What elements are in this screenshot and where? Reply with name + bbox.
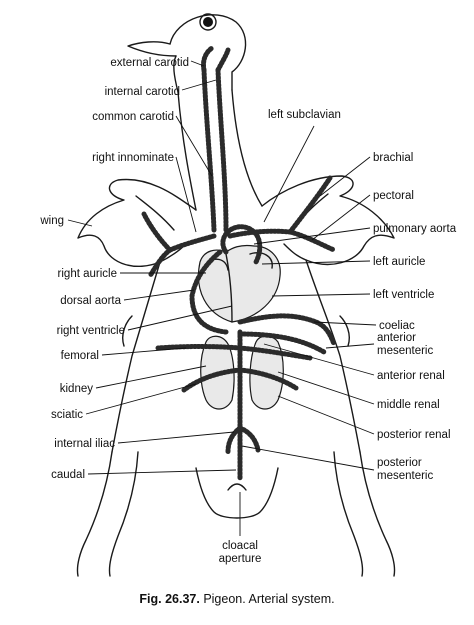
label-right-auricle: right auricle [58, 268, 117, 280]
sciatic-right-vessel [237, 367, 299, 391]
leg-right-outer [359, 451, 396, 577]
hip-right [339, 315, 350, 347]
femoral-right-vessel [237, 345, 313, 361]
label-aperture: aperture [219, 553, 262, 565]
left-auricle-shape [249, 252, 273, 269]
caption-text: Pigeon. Arterial system. [203, 592, 335, 606]
label-coeliac: coeliac [379, 320, 415, 332]
hip-left [122, 315, 133, 347]
label-posterior-renal: posterior renal [377, 429, 451, 441]
label-anterior-mesenteric-1: anterior [377, 332, 416, 344]
left-innominate [227, 228, 293, 239]
pulmonary-aorta-vessel [220, 224, 263, 265]
beak [127, 41, 177, 57]
figure-caption: Fig. 26.37. Pigeon. Arterial system. [0, 592, 474, 606]
internal-iliac-right [237, 425, 261, 453]
right-pectoral [147, 247, 173, 279]
label-middle-renal: middle renal [377, 399, 440, 411]
label-posterior-mesenteric-1: posterior [377, 457, 422, 469]
leaders-left [67, 60, 237, 475]
bird-outline [76, 13, 396, 577]
eye [203, 17, 213, 27]
neck-right [231, 89, 263, 207]
label-left-ventricle: left ventricle [373, 289, 434, 301]
label-sciatic: sciatic [51, 409, 83, 421]
label-kidney: kidney [60, 383, 93, 395]
label-common-carotid: common carotid [92, 111, 174, 123]
wing-left [77, 178, 197, 267]
leg-right-inner [333, 451, 364, 577]
pectoral-vessel [287, 229, 337, 253]
label-pulmonary-aorta: pulmonary aorta [373, 223, 457, 235]
trunk-left [111, 261, 161, 453]
internal-carotid [215, 47, 231, 73]
femoral-vessel [155, 344, 243, 351]
brachial-vessel [287, 175, 333, 235]
right-brachial [141, 211, 173, 253]
label-dorsal-aorta: dorsal aorta [60, 295, 121, 307]
neck-left [177, 91, 197, 211]
label-posterior-mesenteric-2: mesenteric [377, 470, 433, 482]
vent-outline [195, 467, 279, 519]
leg-left-inner [108, 451, 139, 577]
arteries [141, 45, 337, 483]
sciatic-vessel [181, 367, 243, 393]
label-brachial: brachial [373, 152, 413, 164]
label-internal-carotid: internal carotid [105, 86, 180, 98]
label-femoral: femoral [61, 350, 99, 362]
dorsal-aorta-arch [189, 249, 229, 335]
label-internal-iliac: internal iliac [54, 438, 115, 450]
label-right-innominate: right innominate [92, 152, 174, 164]
leaders-right [241, 125, 377, 471]
label-pectoral: pectoral [373, 190, 414, 202]
leg-left-outer [76, 451, 113, 577]
caption-number: Fig. 26.37. [139, 592, 200, 606]
label-anterior-renal: anterior renal [377, 370, 445, 382]
label-anterior-mesenteric-2: mesenteric [377, 345, 433, 357]
label-caudal: caudal [51, 469, 85, 481]
label-cloacal: cloacal [222, 540, 258, 552]
label-left-subclavian: left subclavian [268, 109, 341, 121]
right-innominate [167, 233, 217, 253]
throat-outline [173, 55, 179, 93]
cloaca-mark [227, 483, 247, 491]
eye-ring [199, 13, 217, 31]
common-carotid-left [201, 67, 217, 233]
septum [225, 253, 233, 323]
label-wing: wing [39, 215, 64, 227]
label-left-auricle: left auricle [373, 256, 425, 268]
trunk-right [305, 259, 361, 453]
common-carotid-right [215, 67, 229, 233]
labels-right: left subclavian brachial pectoral pulmon… [268, 109, 457, 482]
label-right-ventricle: right ventricle [57, 325, 125, 337]
labels-bottom: cloacal aperture [219, 540, 262, 565]
external-carotid [201, 45, 215, 73]
wing-left-fold [135, 195, 175, 231]
head-outline [169, 14, 247, 91]
anterior-mesenteric-vessel [237, 331, 327, 355]
label-external-carotid: external carotid [110, 57, 189, 69]
labels-left: external carotid internal carotid common… [39, 57, 189, 481]
